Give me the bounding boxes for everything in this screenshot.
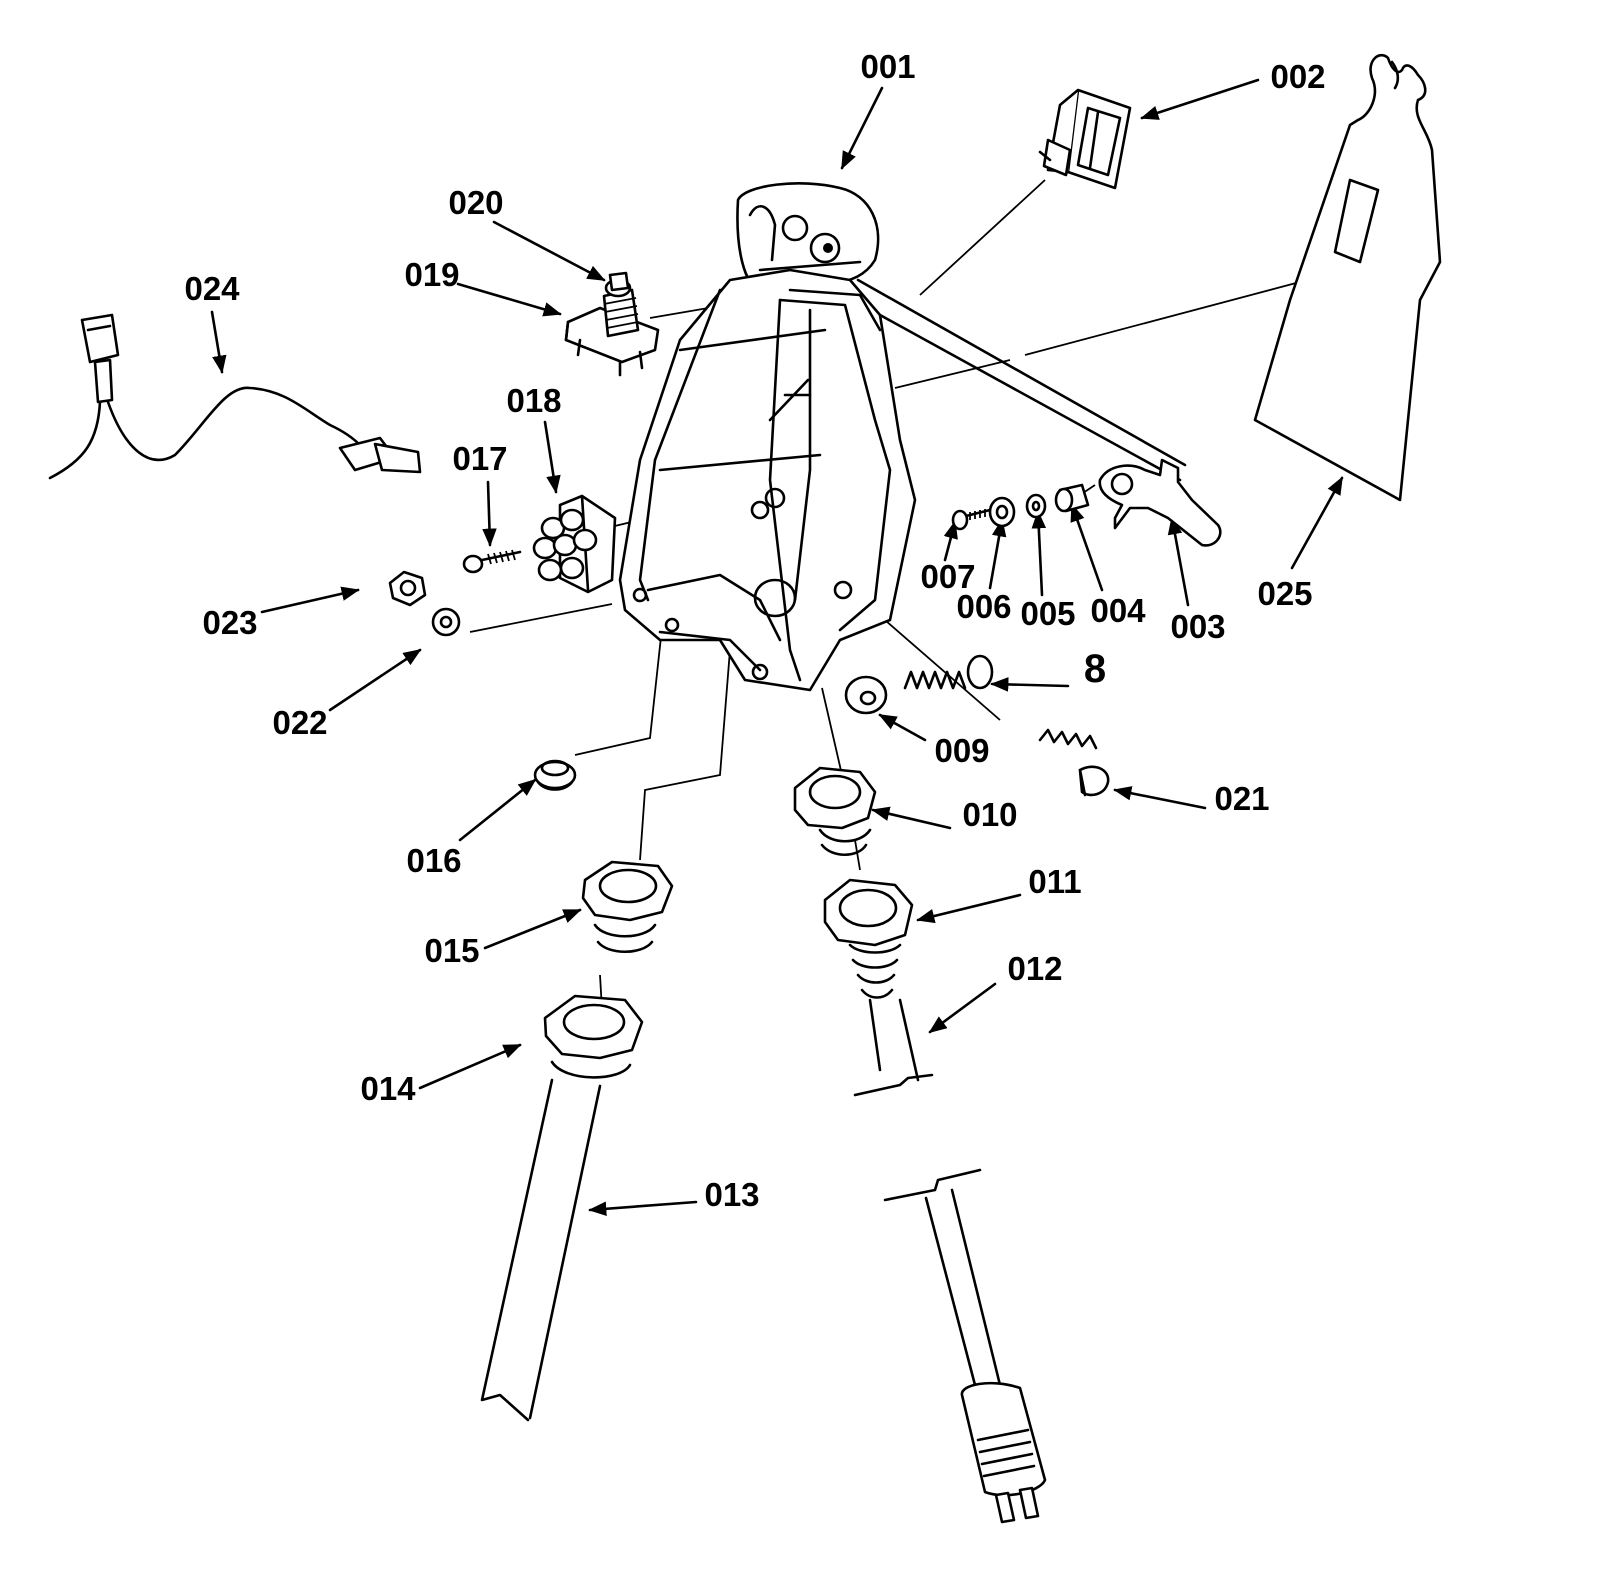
arrow-021 [1113,786,1207,810]
leader-arrows [210,78,1344,1217]
part-010-strain-relief [793,766,877,857]
callout-015: 015 [424,932,479,969]
callout-002: 002 [1270,58,1325,95]
arrow-002 [1140,78,1260,120]
callout-012: 012 [1007,950,1062,987]
part-004-end [1054,487,1074,513]
arrow-014 [418,1043,522,1090]
arrow-025 [1290,476,1344,570]
part-012-power-cord [853,998,1047,1524]
arrow-019 [456,282,562,317]
arrow-020 [492,220,606,282]
callout-020: 020 [448,184,503,221]
arrow-006 [988,518,1007,590]
arrow-013 [588,1200,698,1217]
callout-004: 004 [1090,592,1146,629]
callout-024: 024 [184,270,240,307]
trigger-pin-stack [951,483,1090,531]
part-003-trigger [1098,458,1222,547]
part-008-spring [903,654,994,690]
part-007-screw [951,508,992,531]
part-002-switch [1038,88,1132,190]
callout-022: 022 [272,704,327,741]
callout-006: 006 [956,588,1011,625]
callout-021: 021 [1214,780,1269,817]
callout-023: 023 [202,604,257,641]
arrow-016 [458,778,537,842]
callout-010: 010 [962,796,1017,833]
part-020-button [602,271,640,338]
part-006-washer [988,496,1016,528]
part-011-strain-relief-nut [823,878,914,999]
part-009-washer [844,675,888,715]
part-025-label-plate [1253,53,1442,502]
arrow-024 [210,310,227,374]
callout-005: 005 [1020,595,1075,632]
arrow-017 [482,480,497,547]
callout-001: 001 [860,48,915,85]
callout-016: 016 [406,842,461,879]
arrow-011 [916,893,1022,924]
plug [960,1381,1047,1524]
callout-008: 8 [1084,647,1106,691]
callout-009: 009 [934,732,989,769]
part-017-screw [462,549,522,574]
arrow-008 [990,677,1070,692]
callout-017: 017 [452,440,507,477]
arrow-023 [260,586,360,614]
part-021-screw [1038,728,1110,797]
callout-014: 014 [360,1070,416,1107]
part-013-hose [480,1078,602,1422]
callout-011: 011 [1028,863,1081,900]
arrow-009 [878,713,927,742]
arrow-018 [543,420,561,494]
callout-007: 007 [920,558,975,595]
part-016-grommet [533,759,577,791]
arrow-001 [840,86,884,170]
part-024-wire-harness [48,313,422,480]
arrow-012 [928,982,997,1034]
part-014-hose-nut [543,994,644,1079]
arrow-004 [1070,503,1104,592]
arrow-022 [328,648,422,712]
arrow-005 [1031,510,1047,597]
arrow-015 [483,908,582,950]
arrow-007 [943,520,958,562]
callout-018: 018 [506,382,561,419]
part-001-housing [618,182,1187,692]
callout-019: 019 [404,256,459,293]
part-015-fitting [581,860,674,953]
callout-013: 013 [704,1176,759,1213]
callout-labels: 001 002 003 004 005 006 007 8 009 010 01… [184,48,1325,1213]
arrow-010 [871,806,952,830]
part-022-washer [431,607,461,637]
part-018-terminal-block [532,494,617,594]
part-023-nut [388,570,427,607]
arrow-003 [1167,516,1190,607]
callout-025: 025 [1257,575,1312,612]
part-005-washer [1025,493,1047,519]
callout-003: 003 [1170,608,1225,645]
